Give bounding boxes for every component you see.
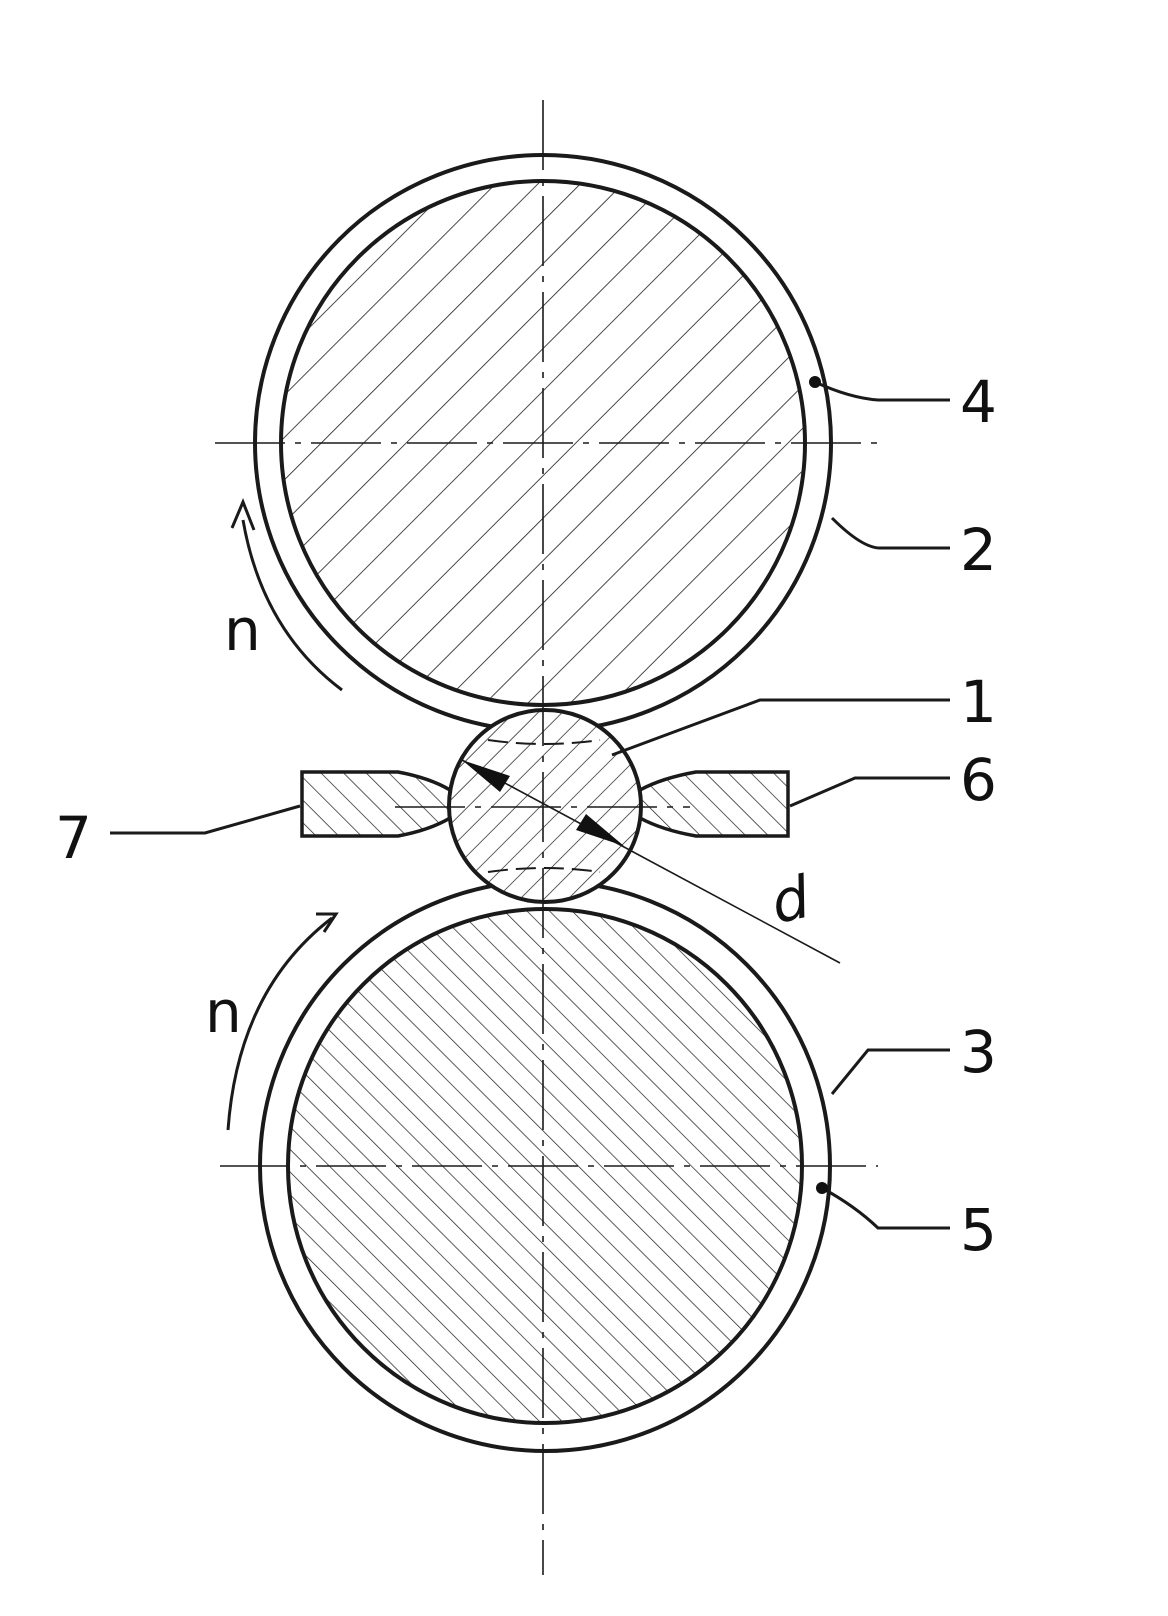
guide-left [300, 770, 452, 838]
workpiece [447, 708, 643, 904]
guide-right [638, 770, 790, 838]
reference-label-2: 2 [960, 516, 997, 584]
reference-label-4: 4 [960, 368, 997, 436]
dimension-label-d: d [765, 863, 816, 937]
rotation-arrow-upper [230, 498, 343, 692]
diameter-dimension [461, 759, 841, 964]
reference-label-6: 6 [960, 746, 997, 814]
leader-3 [830, 1048, 950, 1095]
reference-label-7: 7 [55, 804, 92, 872]
reference-label-1: 1 [960, 668, 997, 736]
dimension-arrow-lower [576, 814, 624, 846]
leader-4-dot [809, 376, 821, 388]
leader-6 [789, 776, 950, 808]
leader-1 [611, 698, 950, 757]
rotation-label-lower: n [205, 978, 242, 1046]
leader-7 [110, 804, 301, 835]
reference-label-3: 3 [960, 1018, 997, 1086]
leader-2 [830, 516, 950, 550]
leader-5-dot [816, 1182, 828, 1194]
center-lines [215, 100, 880, 1575]
workpiece-section [447, 708, 643, 904]
leader-4 [814, 380, 950, 402]
leader-lines [110, 376, 950, 1230]
dimension-arrow-upper [462, 760, 510, 792]
reference-label-5: 5 [960, 1196, 997, 1264]
rotation-arrow-lower [226, 912, 339, 1131]
leader-5 [821, 1186, 950, 1230]
rotation-label-upper: n [224, 596, 261, 664]
